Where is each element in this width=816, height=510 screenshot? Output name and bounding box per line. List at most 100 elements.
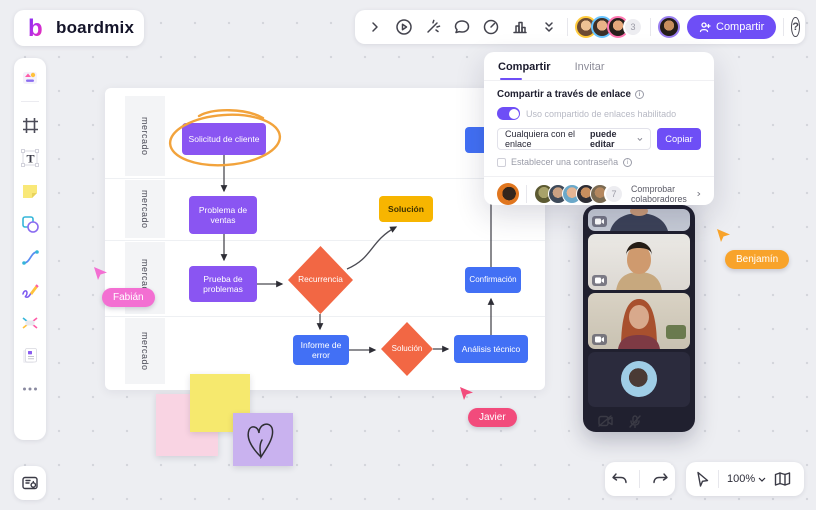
section-title-text: Compartir a través de enlace (497, 89, 631, 100)
avatar-overflow-count[interactable]: 3 (623, 17, 643, 37)
node-label: Problema de ventas (198, 204, 248, 225)
camera-off-icon[interactable] (598, 415, 613, 428)
collapse-chevron-icon[interactable] (364, 16, 386, 38)
share-link-section-title: Compartir a través de enlace i (497, 89, 701, 100)
cards-icon[interactable] (20, 346, 40, 366)
help-button[interactable]: ? (791, 17, 801, 37)
flow-node-problema[interactable]: Problema de ventas (189, 196, 257, 234)
whiteboard-canvas[interactable]: mercado mercado mercado mercado Solicitu… (105, 88, 545, 390)
call-controls (588, 410, 690, 428)
chevron-down-icon (758, 477, 766, 482)
flow-node-analisis[interactable]: Análisis técnico (454, 335, 528, 363)
node-label: Confirmación (469, 275, 517, 285)
collaborator-count-badge: 7 (604, 184, 624, 204)
current-user-avatar[interactable] (658, 16, 680, 38)
share-button[interactable]: Compartir (687, 15, 777, 39)
text-icon[interactable]: T (20, 148, 40, 168)
chevron-right-icon (697, 191, 701, 197)
sticky-note-icon[interactable] (20, 181, 40, 201)
swimlane-header-2[interactable]: mercado (125, 180, 165, 238)
participant-avatar (621, 361, 657, 398)
board-settings-button[interactable] (14, 466, 46, 500)
boardmix-logo-icon: b (25, 16, 49, 40)
flow-node-solucion-rombo[interactable]: Solución (381, 322, 433, 376)
password-label: Establecer una contraseña (511, 157, 619, 167)
copy-link-button[interactable]: Copiar (657, 128, 701, 150)
link-permission-select[interactable]: Cualquiera con el enlace puede editar (497, 128, 651, 150)
tab-invitar[interactable]: Invitar (574, 61, 605, 73)
templates-icon[interactable] (20, 68, 40, 88)
dialog-collaborator-avatars[interactable]: 7 (534, 184, 624, 204)
check-collaborators-link[interactable]: Comprobar colaboradores (631, 184, 701, 204)
person-add-icon (699, 22, 711, 33)
video-tile-participant-4[interactable] (588, 351, 690, 407)
collapse-double-chevron-icon[interactable] (538, 16, 560, 38)
divider (526, 185, 527, 203)
timer-icon[interactable] (480, 16, 502, 38)
swimlane-label: mercado (140, 116, 150, 156)
swimlane-header-1[interactable]: mercado (125, 96, 165, 176)
top-toolbar: 3 Compartir ? (355, 10, 805, 44)
divider (783, 18, 785, 36)
video-tile-participant-2[interactable] (588, 233, 690, 291)
presentation-play-icon[interactable] (393, 16, 415, 38)
cursor-name-label: Benjamín (725, 250, 790, 269)
connector-icon[interactable] (20, 247, 40, 267)
mind-map-icon[interactable] (20, 313, 40, 333)
cursor-benjamin: Benjamín (716, 228, 790, 269)
info-icon[interactable]: i (623, 157, 633, 167)
chart-stats-icon[interactable] (509, 16, 531, 38)
camera-on-icon (592, 275, 607, 287)
node-label: Solicitud de cliente (188, 133, 260, 144)
share-dialog: Compartir Invitar Compartir a través de … (484, 52, 714, 205)
shapes-icon[interactable] (20, 214, 40, 234)
video-tile-participant-1[interactable] (588, 209, 690, 231)
node-label: Análisis técnico (461, 343, 521, 354)
tab-compartir[interactable]: Compartir (498, 61, 551, 80)
video-tile-participant-3[interactable] (588, 293, 690, 349)
pointer-tool-icon[interactable] (695, 471, 710, 487)
board-settings-icon (21, 474, 39, 492)
swimlane-label: mercado (140, 189, 150, 229)
app-logo[interactable]: b boardmix (14, 10, 144, 46)
mic-off-icon[interactable] (629, 415, 641, 428)
flow-node-informe[interactable]: Informe de error (293, 335, 349, 365)
laser-pointer-icon[interactable] (422, 16, 444, 38)
sticky-note-purple[interactable] (233, 413, 293, 466)
minimap-icon[interactable] (774, 472, 791, 486)
flow-node-solicitud[interactable]: Solicitud de cliente (182, 123, 266, 155)
node-label: Informe de error (300, 339, 342, 360)
owner-avatar[interactable] (497, 183, 519, 205)
toggle-label: Uso compartido de enlaces habilitado (526, 108, 677, 119)
participant-video (610, 209, 668, 231)
flow-node-solucion-caja[interactable]: Solución (379, 196, 433, 222)
comment-icon[interactable] (451, 16, 473, 38)
frame-icon[interactable] (20, 115, 40, 135)
divider (650, 18, 651, 36)
node-label: Solución (388, 203, 424, 214)
share-dialog-tabs: Compartir Invitar (484, 52, 714, 81)
flow-node-prueba[interactable]: Prueba de problemas (189, 266, 257, 302)
password-checkbox[interactable] (497, 157, 506, 167)
flow-node-confirmacion[interactable]: Confirmación (465, 267, 521, 293)
collaborator-avatars[interactable]: 3 (575, 16, 643, 38)
app-title: boardmix (56, 18, 135, 37)
lane-divider (105, 240, 545, 241)
heart-drawing (247, 423, 274, 460)
link-share-toggle[interactable] (497, 107, 520, 120)
flow-node-recurrencia[interactable]: Recurrencia (288, 246, 353, 314)
lane-divider (105, 316, 545, 317)
svg-text:b: b (28, 16, 43, 40)
zoom-level-control[interactable]: 100% (727, 473, 766, 485)
chevron-down-icon (637, 137, 643, 141)
camera-on-icon (592, 215, 607, 227)
swimlane-header-3[interactable]: mercado (125, 242, 165, 314)
info-icon[interactable]: i (634, 90, 644, 99)
redo-icon[interactable] (652, 472, 669, 486)
more-tools-icon[interactable] (20, 379, 40, 399)
swimlane-header-4[interactable]: mercado (125, 318, 165, 384)
undo-icon[interactable] (611, 472, 628, 486)
draw-pen-icon[interactable] (20, 280, 40, 300)
node-label: Solución (391, 344, 423, 354)
participant-video (618, 299, 686, 349)
